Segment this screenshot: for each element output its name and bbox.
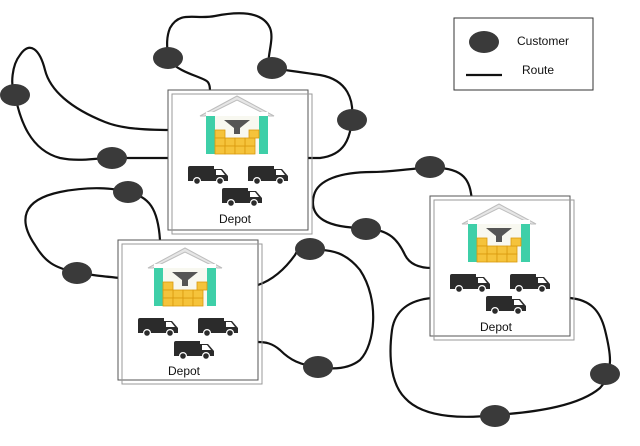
customer-legend-icon <box>469 31 499 53</box>
route-line <box>166 12 354 160</box>
customer-node <box>113 181 143 203</box>
depot-2: Depot <box>117 239 263 385</box>
customer-node <box>97 147 127 169</box>
route-line <box>256 243 375 370</box>
legend-customer-label: Customer <box>517 34 569 48</box>
depot-label: Depot <box>480 320 513 334</box>
customer-node <box>337 109 367 131</box>
customer-node <box>351 218 381 240</box>
route-line <box>11 46 174 161</box>
customer-node <box>480 405 510 427</box>
customer-node <box>303 356 333 378</box>
depot-1: Depot <box>167 89 313 235</box>
customer-node <box>415 156 445 178</box>
customer-node <box>153 47 183 69</box>
legend-route-label: Route <box>522 63 554 77</box>
depot-3: Depot <box>429 195 575 341</box>
legend: Customer Route <box>453 17 594 91</box>
customers <box>0 47 620 427</box>
depot-label: Depot <box>168 364 201 378</box>
customer-node <box>62 262 92 284</box>
depot-label: Depot <box>219 212 252 226</box>
customer-node <box>295 238 325 260</box>
customer-node <box>590 363 620 385</box>
customer-node <box>257 57 287 79</box>
customer-node <box>0 84 30 106</box>
